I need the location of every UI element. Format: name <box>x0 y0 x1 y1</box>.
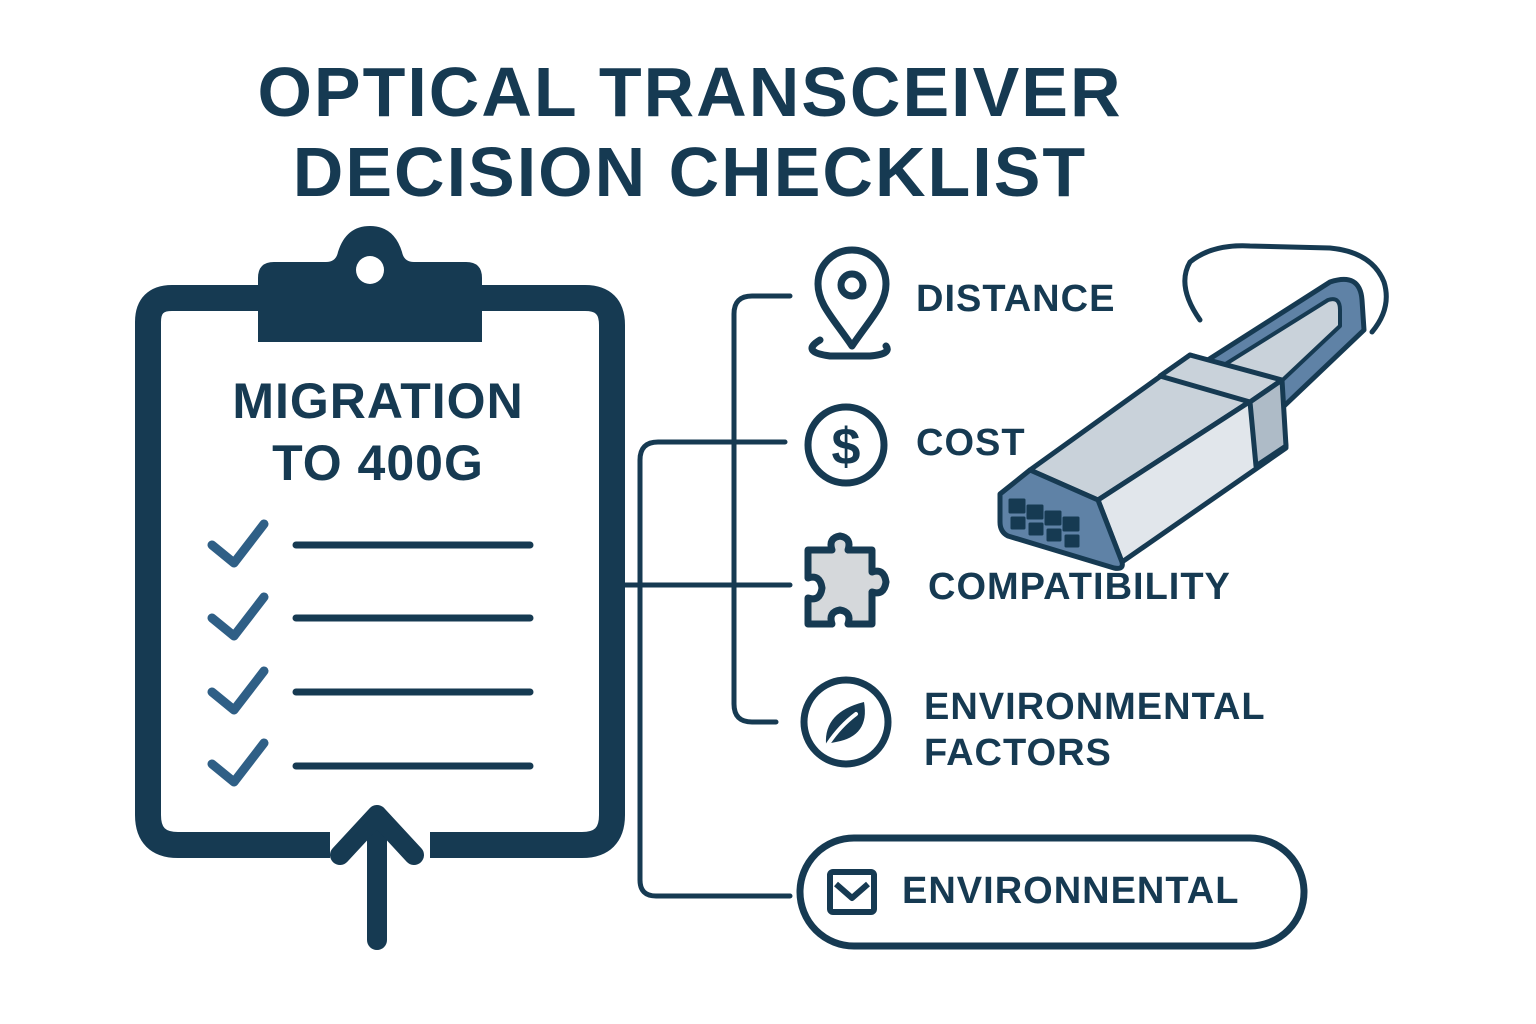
checklist-item <box>207 519 534 568</box>
factor-label-distance: DISTANCE <box>916 278 1116 320</box>
title-line-1: OPTICAL TRANSCEIVER <box>257 53 1123 131</box>
checklist-item <box>207 666 534 715</box>
dollar-coin-icon: $ <box>804 403 888 487</box>
leaf-icon <box>800 676 892 768</box>
factor-label-environmental-line-2: FACTORS <box>924 732 1112 774</box>
title-line-2: DECISION CHECKLIST <box>292 133 1088 211</box>
factor-label-cost: COST <box>916 422 1026 464</box>
checkmark-icon <box>207 592 269 641</box>
transceiver-module-icon <box>997 243 1389 571</box>
connector-lines <box>609 293 793 899</box>
checkmark-icon <box>207 519 269 568</box>
checklist-item <box>207 592 534 641</box>
checkbox-icon <box>827 869 877 915</box>
clipboard-heading-line-1: MIGRATION <box>232 373 524 429</box>
checklist-item <box>207 738 534 787</box>
checkmark-icon <box>207 738 269 787</box>
location-pin-icon <box>808 246 891 360</box>
factor-label-environmental-line-1: ENVIRONMENTAL <box>924 686 1266 728</box>
clipboard-heading: MIGRATION TO 400G <box>160 370 596 494</box>
clipboard-heading-line-2: TO 400G <box>272 435 484 491</box>
checklist <box>207 519 534 787</box>
checkmark-icon <box>207 666 269 715</box>
environnental-pill <box>796 834 1308 950</box>
puzzle-piece-icon <box>804 532 890 628</box>
upload-arrow-icon <box>330 805 424 950</box>
page-title: OPTICAL TRANSCEIVER DECISION CHECKLIST <box>0 52 1380 212</box>
factor-label-environmental-factors: ENVIRONMENTAL FACTORS <box>924 684 1266 776</box>
clipboard <box>135 226 625 858</box>
factor-label-environnental: ENVIRONNENTAL <box>902 870 1240 912</box>
factor-label-compatibility: COMPATIBILITY <box>928 566 1231 608</box>
svg-text:$: $ <box>832 418 861 476</box>
